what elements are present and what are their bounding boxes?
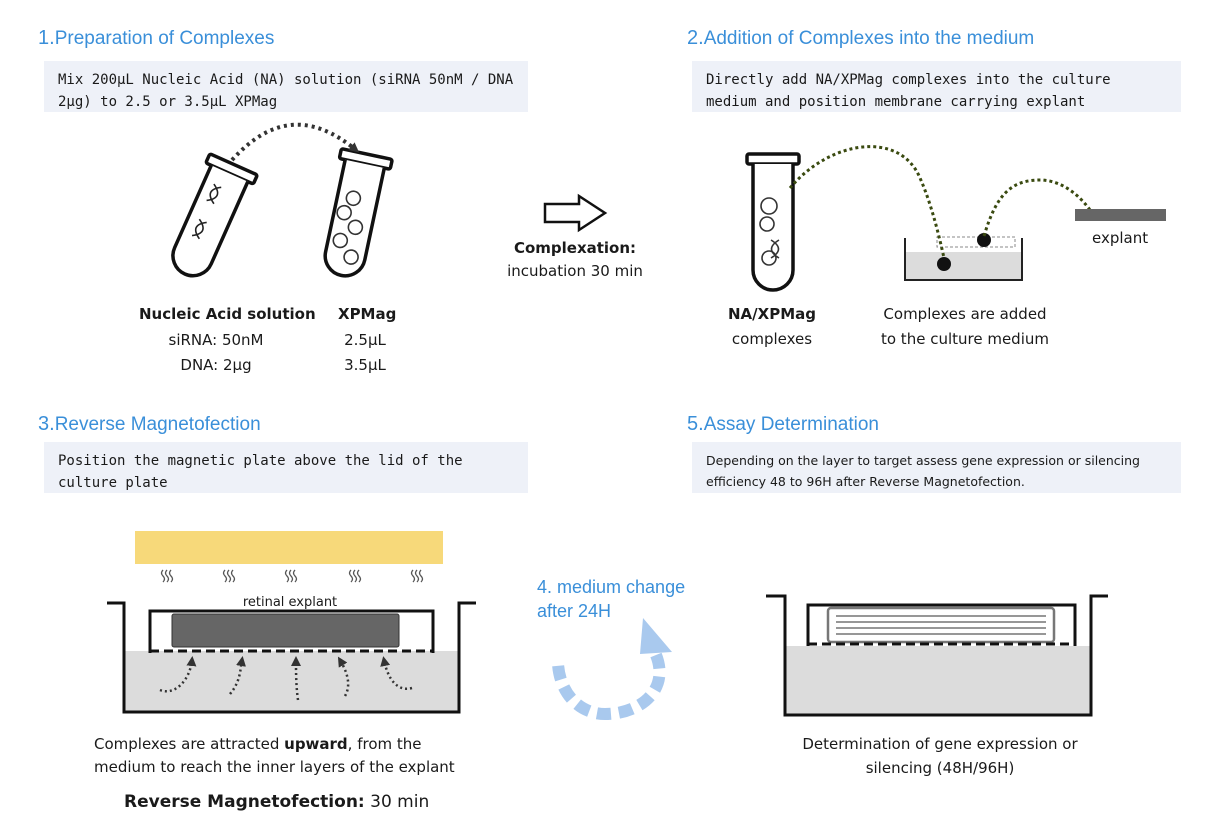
xpmag-tube [323, 147, 394, 278]
step3-footer: Reverse Magnetofection: 30 min [124, 792, 429, 812]
well-caption-1: Complexes are added [883, 305, 1047, 323]
well-caption-2: to the culture medium [880, 330, 1049, 348]
complex-path-2 [982, 178, 1092, 237]
magnetic-plate [135, 531, 443, 564]
step4-label: medium change [552, 577, 686, 597]
step3-footer-time: 30 min [364, 792, 430, 812]
step3-title: Reverse Magnetofection [54, 414, 261, 435]
na-xpmag-tube [745, 152, 801, 292]
na-solution-header: Nucleic Acid solution [139, 305, 316, 323]
step3-caption-pre: Complexes are attracted [94, 735, 285, 753]
culture-well [904, 233, 1023, 281]
step2-title: Addition of Complexes into the medium [703, 28, 1035, 49]
retinal-explant-label: retinal explant [242, 595, 338, 610]
step5-number: 5. [687, 413, 704, 435]
bead-icon [332, 190, 364, 265]
step3-caption-line2: medium to reach the inner layers of the … [94, 758, 455, 776]
transfer-arrow [230, 122, 360, 162]
complexation-arrow [543, 193, 608, 233]
step1-instruction-box: Mix 200µL Nucleic Acid (NA) solution (si… [44, 61, 528, 112]
magnetic-field-icon [160, 569, 424, 583]
complex-path-1 [788, 145, 946, 259]
step3-instruction-box: Position the magnetic plate above the li… [44, 442, 528, 493]
assay-plate [766, 594, 1108, 717]
step1-title: Preparation of Complexes [54, 28, 275, 49]
step2-heading: 2.Addition of Complexes into the medium [687, 27, 1034, 50]
na-xpmag-label: NA/XPMag [728, 305, 816, 323]
dna-icon [191, 183, 222, 240]
step4-line1: 4. medium change [537, 577, 685, 598]
step4-line2: after 24H [537, 601, 612, 621]
explant-label: explant [1092, 229, 1149, 247]
complexation-time: incubation 30 min [507, 262, 643, 280]
xp-row-1: 2.5µL [344, 331, 386, 349]
explant-bar [1075, 209, 1166, 221]
step5-caption-2: silencing (48H/96H) [865, 759, 1015, 777]
step2-instruction: Directly add NA/XPMag complexes into the… [706, 72, 1111, 110]
step3-caption-post: , from the [347, 735, 422, 753]
step3-instruction: Position the magnetic plate above the li… [58, 453, 463, 491]
complexes-label: complexes [731, 330, 813, 348]
step5-title: Assay Determination [703, 414, 879, 435]
step3-number: 3. [38, 413, 55, 435]
upward-arrows [159, 656, 413, 701]
step5-instruction-box: Depending on the layer to target assess … [692, 442, 1181, 493]
retinal-explant-block [171, 613, 400, 648]
step1-number: 1. [38, 27, 55, 49]
xpmag-header: XPMag [338, 305, 397, 323]
layered-explant [826, 606, 1056, 644]
step4-number: 4. [537, 577, 553, 597]
na-solution-tube [171, 152, 259, 278]
step3-caption-bold: upward [284, 735, 348, 753]
step5-heading: 5.Assay Determination [687, 413, 879, 436]
na-row-1: siRNA: 50nM [168, 331, 264, 349]
cycle-arrow [552, 618, 672, 721]
na-row-2: DNA: 2µg [180, 356, 252, 374]
complexation-label: Complexation: [513, 239, 637, 257]
step1-heading: 1.Preparation of Complexes [38, 27, 274, 50]
xp-row-2: 3.5µL [344, 356, 386, 374]
step3-heading: 3.Reverse Magnetofection [38, 413, 261, 436]
step5-instruction: Depending on the layer to target assess … [706, 453, 1140, 489]
step2-number: 2. [687, 27, 704, 49]
step3-footer-bold: Reverse Magnetofection: [124, 792, 365, 812]
step2-instruction-box: Directly add NA/XPMag complexes into the… [692, 61, 1181, 112]
step5-caption-1: Determination of gene expression or [802, 735, 1078, 753]
complex-icon [759, 197, 780, 266]
step3-caption-line1: Complexes are attracted upward, from the [94, 735, 422, 753]
step1-instruction: Mix 200µL Nucleic Acid (NA) solution (si… [58, 72, 514, 110]
culture-plate [107, 601, 476, 714]
